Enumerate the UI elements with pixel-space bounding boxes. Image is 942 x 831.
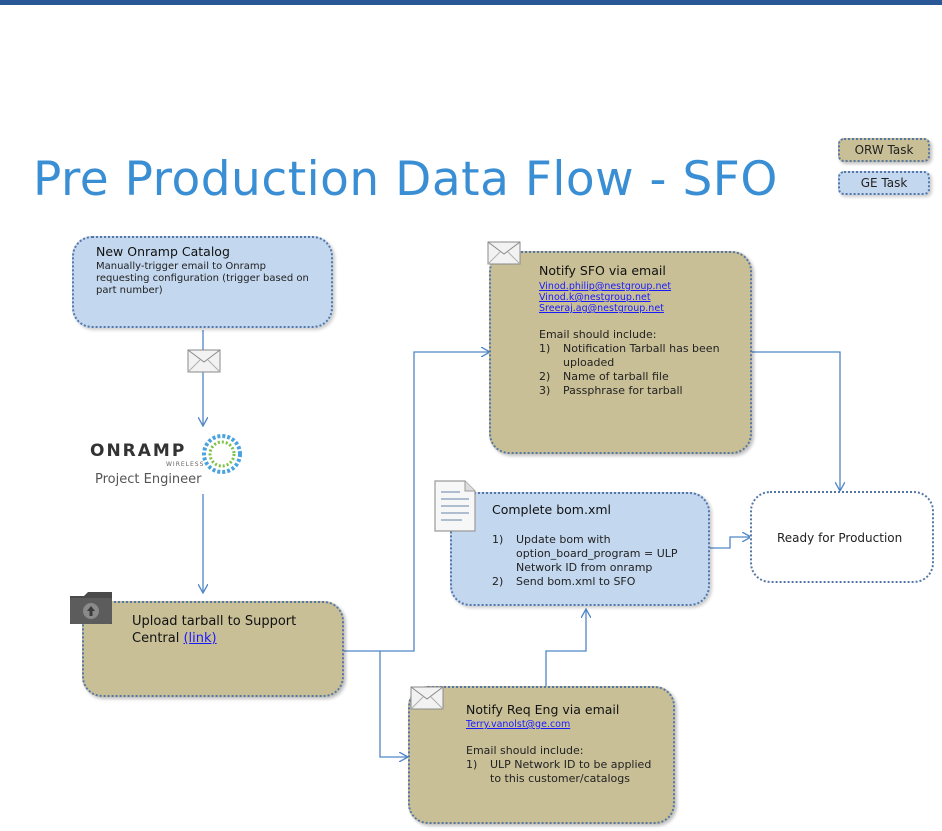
page-title: Pre Production Data Flow - SFO: [33, 152, 778, 207]
arrow-notify-sfo-to-ready: [752, 351, 840, 490]
cloud-upload-folder-icon: [70, 592, 112, 624]
req-include-label: Email should include:: [466, 744, 584, 757]
sfo-email-2[interactable]: Vinod.k@nestgroup.net: [539, 292, 651, 303]
sfo-email-1[interactable]: Vinod.philip@nestgroup.net: [539, 281, 672, 292]
sfo-email-3[interactable]: Sreeraj.ag@nestgroup.net: [539, 303, 664, 314]
sfo-include-label: Email should include:: [539, 328, 657, 341]
node-ready-for-production: Ready for Production: [750, 491, 934, 583]
node-new-onramp-catalog: New Onramp Catalog Manually-trigger emai…: [72, 236, 333, 328]
legend-orw-task: ORW Task: [838, 138, 930, 162]
ready-title: Ready for Production: [777, 531, 903, 545]
document-icon: [434, 480, 476, 532]
onramp-logo-subtext: WIRELESS: [166, 461, 205, 468]
node-notify-req-eng: Notify Req Eng via email Terry.vanolst@g…: [408, 686, 675, 824]
bom-title: Complete bom.xml: [492, 502, 611, 517]
node-notify-sfo: Notify SFO via email Vinod.philip@nestgr…: [489, 251, 752, 454]
node-complete-bom: Complete bom.xml 1)Update bom with optio…: [450, 492, 710, 606]
email-envelope-icon: [410, 686, 444, 710]
req-eng-email[interactable]: Terry.vanolst@ge.com: [466, 719, 571, 730]
arrow-bom-to-ready: [710, 537, 750, 549]
notify-req-title: Notify Req Eng via email: [466, 702, 620, 717]
onramp-ring-icon: [202, 434, 242, 474]
notify-sfo-title: Notify SFO via email: [539, 263, 666, 278]
upload-title: Upload tarball to Support Central: [132, 614, 297, 646]
email-envelope-icon: [487, 241, 521, 265]
node-upload-tarball: Upload tarball to Support Central (link): [82, 601, 344, 697]
onramp-logo-text: ONRAMP: [90, 441, 187, 461]
sfo-item: 1)Notification Tarball has been uploaded: [539, 342, 720, 369]
legend-ge-task: GE Task: [838, 171, 930, 195]
arrow-upload-to-notify-sfo: [342, 352, 489, 652]
bom-item: 1)Update bom with option_board_program =…: [492, 533, 678, 574]
support-central-link[interactable]: (link): [183, 631, 217, 646]
sfo-item: 2)Name of tarball file: [539, 370, 669, 383]
sfo-item: 3)Passphrase for tarball: [539, 384, 683, 397]
bom-item: 2)Send bom.xml to SFO: [492, 575, 636, 588]
onramp-logo: ONRAMP WIRELESS: [88, 432, 248, 476]
top-bar: [0, 0, 942, 5]
email-envelope-icon: [187, 349, 221, 373]
arrow-upload-to-notify-req: [379, 651, 407, 757]
catalog-title: New Onramp Catalog: [96, 244, 230, 259]
req-item: 1)ULP Network ID to be applied to this c…: [466, 758, 652, 785]
catalog-desc: Manually-trigger email to Onramp request…: [96, 261, 309, 296]
project-engineer-label: Project Engineer: [95, 472, 202, 487]
arrow-notify-req-to-bom: [545, 610, 586, 686]
